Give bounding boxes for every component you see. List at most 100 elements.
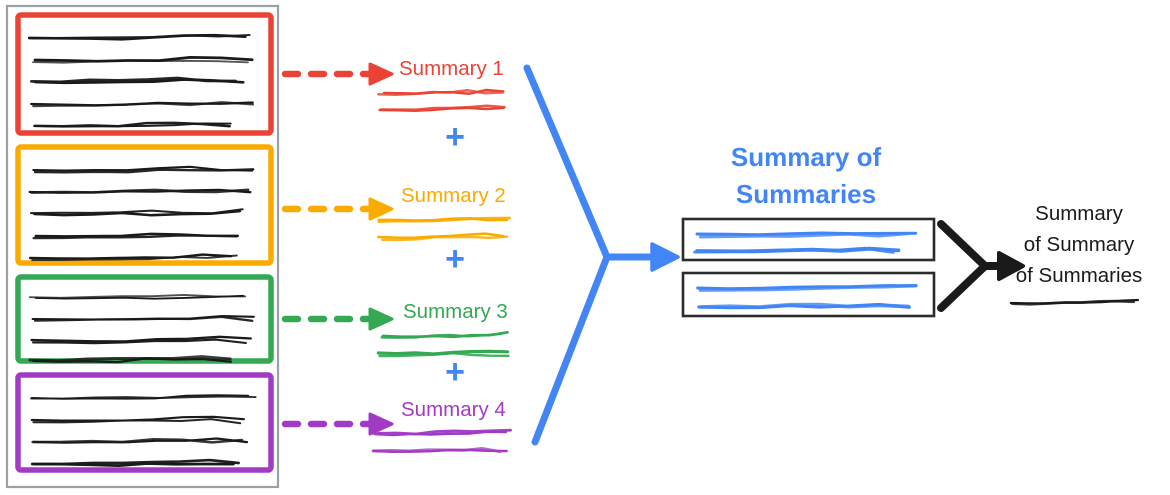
scribble-line xyxy=(30,335,252,345)
chunk-text-lines-1 xyxy=(27,33,255,128)
scribble-stroke xyxy=(30,395,257,400)
chunk-text-lines-4 xyxy=(30,394,257,468)
dashed-arrow-head xyxy=(368,307,394,331)
document-chunk[interactable] xyxy=(15,144,274,266)
dashed-arrow-head xyxy=(368,197,394,221)
chunk-outline-4[interactable] xyxy=(15,372,274,473)
scribble-line xyxy=(378,104,506,113)
final-title-line-3: of Summaries xyxy=(1016,264,1142,287)
sos-box-outline-2[interactable] xyxy=(681,271,936,318)
scribble-stroke xyxy=(32,59,249,64)
final-title-line-1: Summary xyxy=(1035,202,1123,225)
final-title-line-2: of Summary xyxy=(1024,233,1135,256)
summary-label-1: Summary 1 xyxy=(399,57,504,80)
summary-item[interactable]: Summary 2 xyxy=(376,184,511,242)
converge-arrow-branches xyxy=(937,220,989,312)
chunk-outline-1[interactable] xyxy=(15,12,274,136)
chunk-outline-3[interactable] xyxy=(15,274,274,364)
scribble-stroke xyxy=(695,231,918,237)
sos-box[interactable] xyxy=(681,217,936,262)
dashed-arrows-group xyxy=(281,62,394,436)
scribble-stroke xyxy=(377,88,505,96)
scribble-stroke xyxy=(699,231,910,239)
summary-item[interactable]: Summary 3 xyxy=(376,300,510,358)
summary-text-lines-4 xyxy=(371,428,512,454)
scribble-stroke xyxy=(379,104,506,111)
scribble-stroke xyxy=(28,293,247,299)
scribble-line xyxy=(32,232,240,240)
summary-item[interactable]: Summary 4 xyxy=(371,398,512,454)
scribble-line xyxy=(32,165,255,174)
scribble-line xyxy=(376,349,510,358)
converge-arrow-branches xyxy=(523,64,611,446)
scribble-stroke xyxy=(1011,299,1135,306)
scribble-line xyxy=(377,88,505,96)
scribble-line xyxy=(30,76,245,85)
scribble-stroke xyxy=(698,283,918,292)
scribble-line xyxy=(377,216,511,223)
scribble-line xyxy=(380,330,509,339)
converge-arrow-head xyxy=(650,242,680,272)
scribble-line xyxy=(696,283,918,292)
document-container-outline xyxy=(5,4,280,489)
scribble-stroke xyxy=(30,188,250,194)
chunk-outline-2[interactable] xyxy=(15,144,274,266)
scribble-stroke xyxy=(34,294,245,300)
scribble-stroke xyxy=(29,208,244,215)
scribble-stroke xyxy=(28,253,233,260)
scribble-line xyxy=(28,293,247,300)
dashed-arrow-head xyxy=(368,62,394,86)
scribble-stroke xyxy=(371,446,502,454)
scribble-stroke xyxy=(30,335,252,343)
scribble-stroke xyxy=(31,438,244,444)
scribble-line xyxy=(376,232,509,242)
scribble-line xyxy=(693,246,901,254)
plus-operators-group: +++ xyxy=(445,118,465,391)
scribble-line xyxy=(33,121,232,128)
scribble-line xyxy=(28,253,238,262)
scribble-stroke xyxy=(378,351,510,358)
scribble-stroke xyxy=(32,101,255,108)
document-chunk[interactable] xyxy=(15,372,274,473)
scribble-stroke xyxy=(698,302,911,309)
arrow-chunk-2 xyxy=(281,197,394,221)
scribble-line xyxy=(373,428,512,437)
summary-text-lines-3 xyxy=(376,330,510,358)
scribble-line xyxy=(31,437,249,444)
scribble-line xyxy=(371,446,508,454)
dashed-arrow-head xyxy=(368,412,394,436)
arrow-final-black xyxy=(937,220,1025,312)
scribble-stroke xyxy=(33,121,231,128)
scribble-stroke xyxy=(381,235,509,242)
sos-title-line-1: Summary of xyxy=(731,142,882,172)
scribble-line xyxy=(28,188,252,194)
scribble-line xyxy=(29,208,244,217)
scribble-line xyxy=(30,394,257,400)
scribble-stroke xyxy=(31,338,247,345)
scribble-stroke xyxy=(28,355,232,363)
scribble-stroke xyxy=(31,254,238,262)
summary-item[interactable]: Summary 1 xyxy=(377,57,506,113)
sos-box[interactable] xyxy=(681,271,936,318)
scribble-stroke xyxy=(376,428,512,436)
scribble-stroke xyxy=(31,34,251,40)
sos-box-outline-1[interactable] xyxy=(681,217,936,262)
summary-label-3: Summary 3 xyxy=(403,300,508,323)
document-chunk[interactable] xyxy=(15,12,274,136)
scribble-line xyxy=(695,231,918,239)
scribble-line xyxy=(28,355,233,364)
final-summary-group: Summary of Summary of Summaries xyxy=(1009,202,1142,306)
scribble-stroke xyxy=(33,315,254,322)
scribble-stroke xyxy=(693,246,895,254)
plus-operator-3: + xyxy=(445,353,465,391)
source-document-group xyxy=(5,4,280,489)
scribble-stroke xyxy=(32,418,242,425)
scribble-stroke xyxy=(32,234,238,240)
scribble-stroke xyxy=(380,332,503,339)
document-chunk[interactable] xyxy=(15,274,274,364)
final-text-line xyxy=(1009,298,1140,306)
summary-label-4: Summary 4 xyxy=(401,398,506,421)
plus-operator-1: + xyxy=(445,118,465,156)
